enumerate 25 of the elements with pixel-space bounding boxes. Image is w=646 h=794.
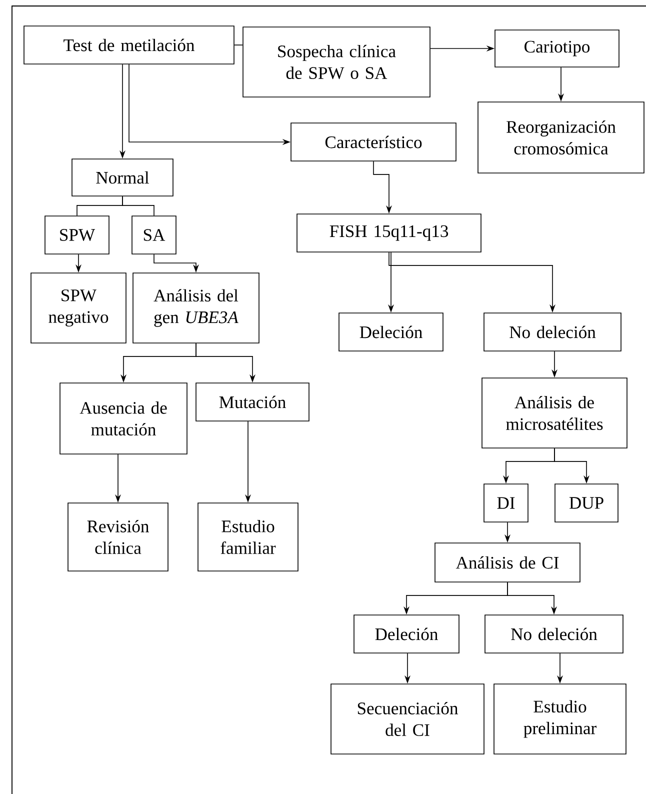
process-box: Estudio preliminar xyxy=(494,684,626,754)
process-box: Revisión clínica xyxy=(68,502,168,572)
process-box: Normal xyxy=(72,158,174,196)
process-box: DUP xyxy=(554,484,618,522)
process-box: Secuenciación del CI xyxy=(330,684,484,754)
process-box: No deleción xyxy=(484,312,622,352)
process-box: Deleción xyxy=(338,312,444,352)
process-box: No deleción xyxy=(484,614,624,654)
process-box: Deleción xyxy=(354,614,460,654)
process-box: Característico xyxy=(290,122,456,162)
process-box: Sospecha clínica de SPW o SA xyxy=(242,26,430,98)
process-box: Test de metilación xyxy=(24,26,234,64)
process-box: Análisis de CI xyxy=(434,542,580,582)
process-box: SPW xyxy=(44,216,110,254)
process-box: Mutación xyxy=(196,382,310,422)
process-box: DI xyxy=(484,484,528,522)
process-box: Ausencia de mutación xyxy=(60,382,188,454)
process-box: SA xyxy=(132,216,176,254)
process-box: Análisis de microsatélites xyxy=(482,378,628,448)
process-box: Estudio familiar xyxy=(198,502,298,572)
process-box: Análisis del gen UBE3A xyxy=(132,272,260,344)
process-box: FISH 15q11-q13 xyxy=(296,214,482,252)
process-box: Reorganización cromosómica xyxy=(478,102,644,174)
process-box: Cariotipo xyxy=(494,30,620,68)
process-box: SPW negativo xyxy=(30,272,126,344)
